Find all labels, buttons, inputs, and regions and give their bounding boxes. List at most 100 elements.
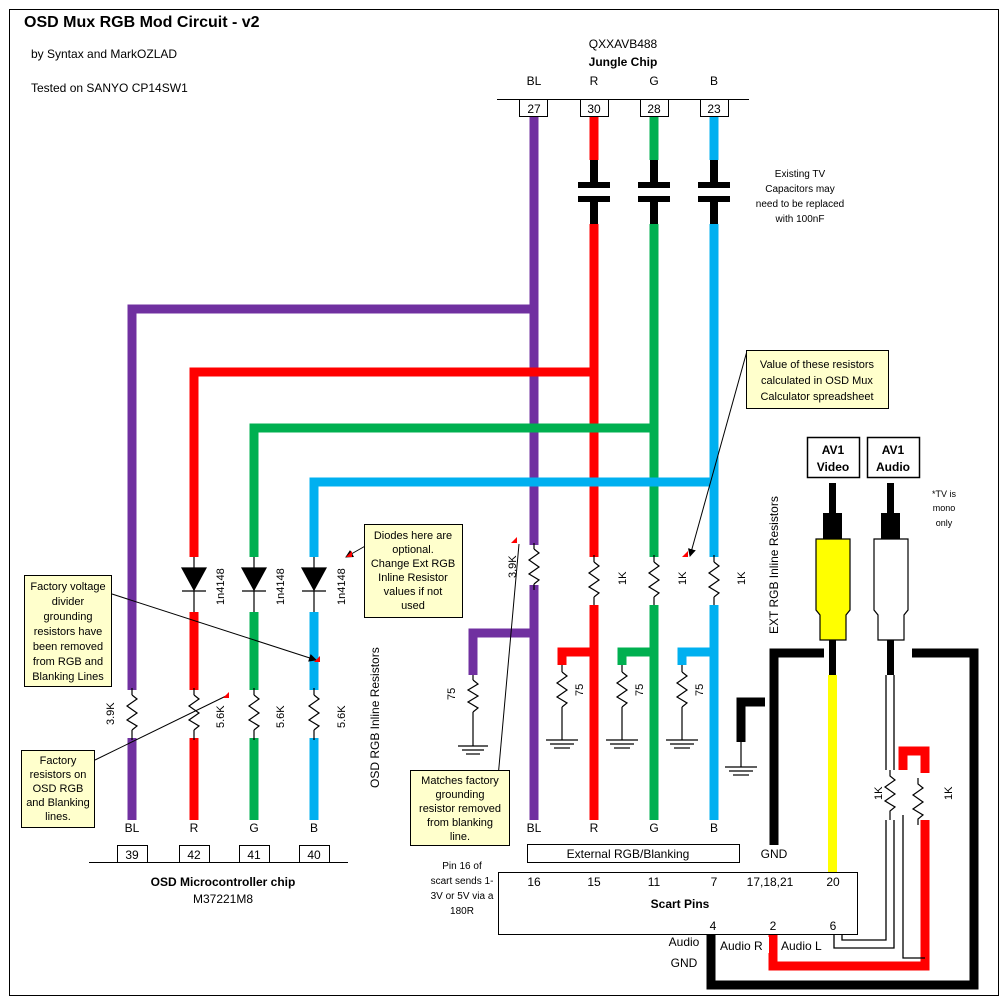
jungle-pin-bl: 27 bbox=[527, 102, 541, 116]
jungle-signal-r: R bbox=[590, 74, 599, 88]
av-video-label-box bbox=[806, 436, 861, 479]
audio-resistor-l-label: 1K bbox=[873, 786, 885, 800]
osd-chip-part: M37221M8 bbox=[193, 892, 253, 906]
matches-note-box bbox=[410, 770, 510, 846]
svg-text:Change Ext RGB: Change Ext RGB bbox=[371, 558, 455, 570]
capacitors bbox=[578, 160, 730, 224]
jungle-pin-boxes bbox=[519, 99, 729, 117]
jungle-pin-g: 28 bbox=[647, 102, 661, 116]
matches-note: Matches factory grounding resistor remov… bbox=[419, 775, 501, 843]
audio-r-label: Audio R bbox=[720, 939, 763, 953]
blanking-wire bbox=[127, 117, 539, 820]
svg-text:Calculator spreadsheet: Calculator spreadsheet bbox=[760, 391, 873, 403]
scart-pin-15: 15 bbox=[587, 875, 601, 889]
scart-pin-7: 7 bbox=[711, 875, 718, 889]
osd-signal-bl: BL bbox=[125, 821, 140, 835]
jungle-chip-part: QXXAVB488 bbox=[589, 37, 658, 51]
svg-text:180R: 180R bbox=[450, 906, 474, 917]
svg-text:*TV is: *TV is bbox=[932, 489, 957, 499]
ground-resistor-r-label: 75 bbox=[574, 684, 586, 696]
svg-text:optional.: optional. bbox=[392, 544, 434, 556]
svg-text:need to be replaced: need to be replaced bbox=[756, 199, 844, 210]
svg-text:resistor removed: resistor removed bbox=[419, 803, 501, 815]
blue-wire bbox=[309, 117, 719, 820]
jungle-chip-name: Jungle Chip bbox=[589, 55, 658, 69]
ext-inline-resistors bbox=[527, 543, 721, 605]
factory-divider-note: Factory voltage divider grounding resist… bbox=[30, 581, 105, 683]
osd-inline-label: OSD RGB Inline Resistors bbox=[368, 647, 382, 788]
pin16-note: Pin 16 of scart sends 1- 3V or 5V via a … bbox=[431, 861, 494, 917]
osd-resistor-r-label: 5.6K bbox=[215, 705, 227, 728]
svg-text:from RGB and: from RGB and bbox=[33, 656, 103, 668]
svg-text:Value of these resistors: Value of these resistors bbox=[760, 359, 875, 371]
jungle-signal-bl: BL bbox=[527, 74, 542, 88]
svg-text:Existing TV: Existing TV bbox=[775, 169, 826, 180]
scart-pin-11: 11 bbox=[648, 875, 661, 889]
osd-pin-boxes bbox=[117, 845, 330, 863]
svg-text:Matches factory: Matches factory bbox=[421, 775, 499, 787]
ext-signal-r: R bbox=[590, 821, 599, 835]
capacitor-note: Existing TV Capacitors may need to be re… bbox=[756, 169, 844, 225]
svg-text:Capacitors may: Capacitors may bbox=[765, 184, 834, 195]
diode-r-label: 1n4148 bbox=[215, 568, 227, 605]
osd-signal-r: R bbox=[190, 821, 199, 835]
red-wire bbox=[189, 117, 599, 820]
osd-chip-name: OSD Microcontroller chip bbox=[151, 875, 296, 889]
authors-text: by Syntax and MarkOZLAD bbox=[31, 47, 177, 61]
diode-note: Diodes here are optional. Change Ext RGB… bbox=[371, 530, 455, 612]
diode-b-label: 1n4148 bbox=[336, 568, 348, 605]
svg-text:scart sends 1-: scart sends 1- bbox=[431, 876, 494, 887]
scart-pin-2: 2 bbox=[770, 919, 777, 933]
osd-signal-g: G bbox=[249, 821, 258, 835]
resistor-note: Value of these resistors calculated in O… bbox=[760, 359, 875, 403]
jungle-pin-r: 30 bbox=[587, 102, 601, 116]
scart-gnd-label: GND bbox=[761, 847, 788, 861]
factory-divider-note-box bbox=[24, 575, 112, 687]
ext-inline-label: EXT RGB Inline Resistors bbox=[767, 496, 781, 634]
osd-pin-bl: 39 bbox=[125, 848, 139, 862]
ground-resistor-b-label: 75 bbox=[694, 684, 706, 696]
svg-text:only: only bbox=[936, 518, 953, 528]
osd-signal-b: B bbox=[310, 821, 318, 835]
svg-text:from blanking: from blanking bbox=[427, 817, 493, 829]
av-audio-label-1: AV1 bbox=[882, 443, 905, 457]
av-audio-plug bbox=[873, 483, 909, 675]
scart-pin-16: 16 bbox=[527, 875, 541, 889]
osd-resistor-bl-label: 3.9K bbox=[105, 702, 117, 725]
ext-signal-b: B bbox=[710, 821, 718, 835]
audio-l-wire bbox=[833, 675, 925, 959]
diode-g-label: 1n4148 bbox=[275, 568, 287, 605]
ext-resistor-g-label: 1K bbox=[677, 571, 689, 585]
svg-text:resistors on: resistors on bbox=[30, 769, 87, 781]
scart-box bbox=[498, 872, 858, 935]
av-video-label-1: AV1 bbox=[822, 443, 845, 457]
diodes bbox=[180, 557, 328, 612]
ground-resistor-bl-label: 75 bbox=[446, 688, 458, 700]
tested-text: Tested on SANYO CP14SW1 bbox=[31, 81, 188, 95]
svg-text:OSD RGB: OSD RGB bbox=[33, 783, 84, 795]
svg-text:Diodes here are: Diodes here are bbox=[374, 530, 452, 542]
comment-markers bbox=[223, 537, 688, 698]
audio-resistors bbox=[883, 770, 925, 825]
scart-pin-20: 20 bbox=[826, 875, 840, 889]
external-bus-box bbox=[527, 844, 740, 863]
svg-text:Factory: Factory bbox=[40, 755, 77, 767]
av-video-label-2: Video bbox=[817, 460, 849, 474]
svg-text:used: used bbox=[401, 600, 425, 612]
diagram-border bbox=[9, 9, 999, 996]
resistor-note-box bbox=[746, 350, 889, 409]
svg-text:Factory voltage: Factory voltage bbox=[30, 581, 105, 593]
osd-resistor-g-label: 5.6K bbox=[275, 705, 287, 728]
video-wire bbox=[828, 675, 837, 875]
osd-resistor-b-label: 5.6K bbox=[336, 705, 348, 728]
svg-text:and Blanking: and Blanking bbox=[26, 797, 90, 809]
av-audio-label-2: Audio bbox=[876, 460, 910, 474]
audio-gnd-label-2: GND bbox=[671, 956, 698, 970]
ext-signal-bl: BL bbox=[527, 821, 542, 835]
factory-resistor-note: Factory resistors on OSD RGB and Blankin… bbox=[26, 755, 90, 823]
svg-text:grounding: grounding bbox=[44, 611, 93, 623]
osd-inline-resistors bbox=[125, 688, 321, 740]
svg-text:mono: mono bbox=[933, 503, 956, 513]
svg-text:line.: line. bbox=[450, 831, 470, 843]
